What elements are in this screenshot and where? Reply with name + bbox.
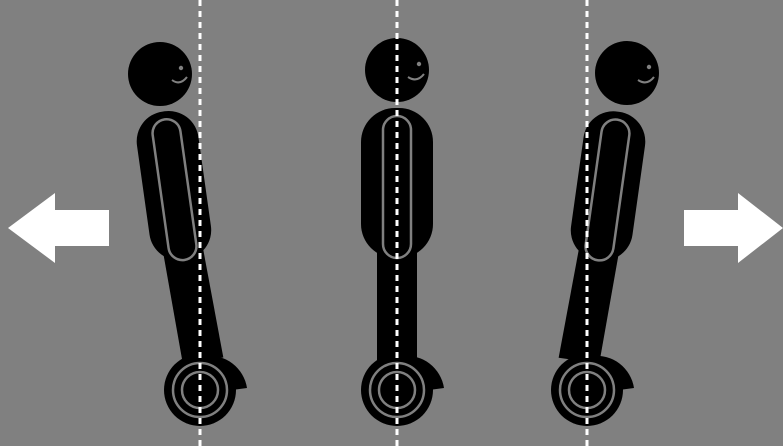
rider-head — [595, 41, 659, 105]
rider-head — [128, 42, 192, 106]
eye — [179, 66, 183, 70]
eye — [647, 65, 651, 69]
eye — [417, 62, 421, 66]
